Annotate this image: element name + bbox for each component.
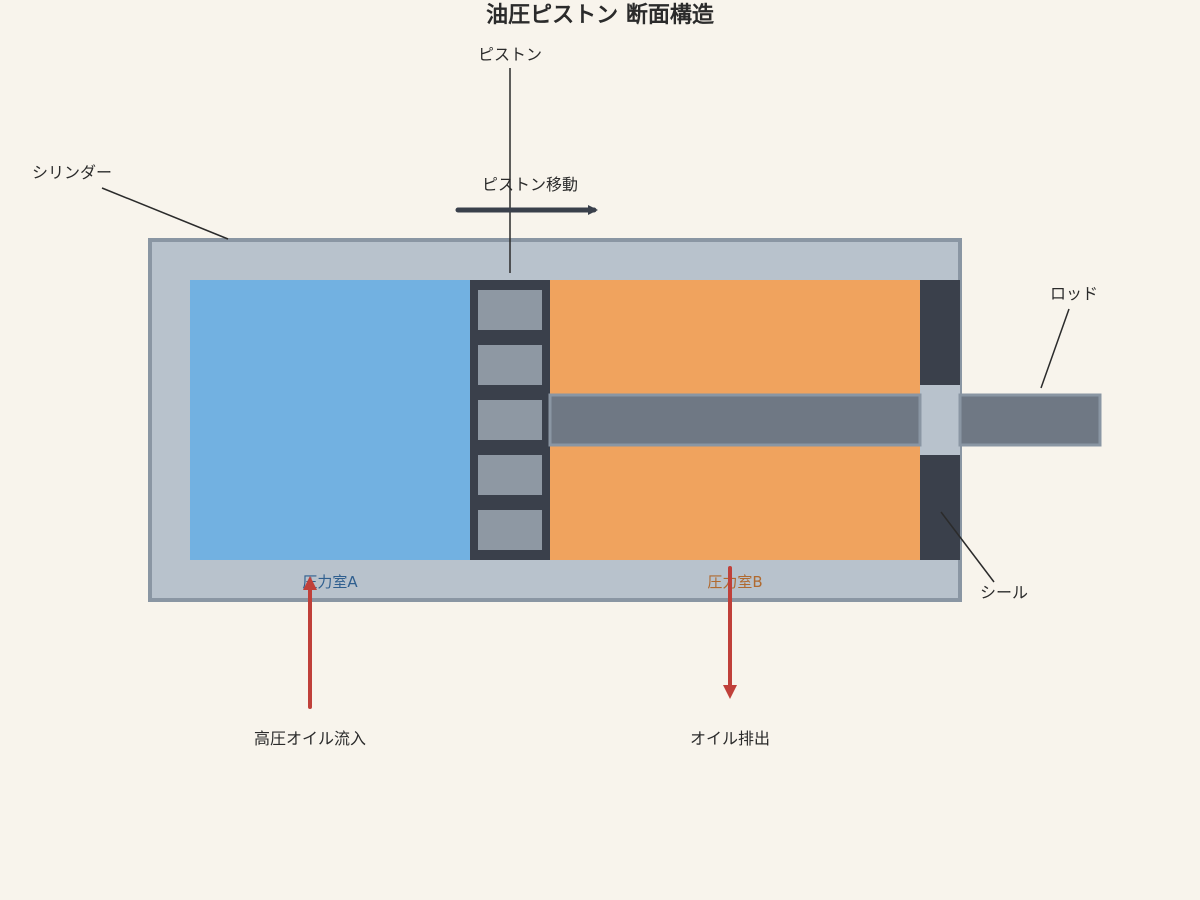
seal-label: シール xyxy=(980,583,1028,602)
piston-rod-outer xyxy=(958,393,1102,447)
rod-label: ロッド xyxy=(1050,284,1098,303)
diagram-title: 油圧ピストン 断面構造 xyxy=(486,2,714,28)
piston-rod-inner xyxy=(548,393,922,447)
oil-inflow-label: 高圧オイル流入 xyxy=(254,729,366,748)
piston-ring xyxy=(478,345,542,385)
pressure-chamber-a xyxy=(190,280,470,560)
piston-ring xyxy=(478,400,542,440)
piston-ring xyxy=(478,510,542,550)
seal-leader-line xyxy=(940,511,995,583)
piston-ring xyxy=(478,455,542,495)
chamber-b-label: 圧力室B xyxy=(707,573,762,591)
cylinder-leader-line xyxy=(101,187,229,240)
rod-leader-line xyxy=(1040,308,1070,389)
piston-ring xyxy=(478,290,542,330)
seal xyxy=(920,385,960,455)
piston-label: ピストン xyxy=(478,45,542,64)
oil-outflow-label: オイル排出 xyxy=(690,729,770,748)
cylinder-label: シリンダー xyxy=(32,163,112,182)
piston-motion-label: ピストン移動 xyxy=(482,175,578,194)
